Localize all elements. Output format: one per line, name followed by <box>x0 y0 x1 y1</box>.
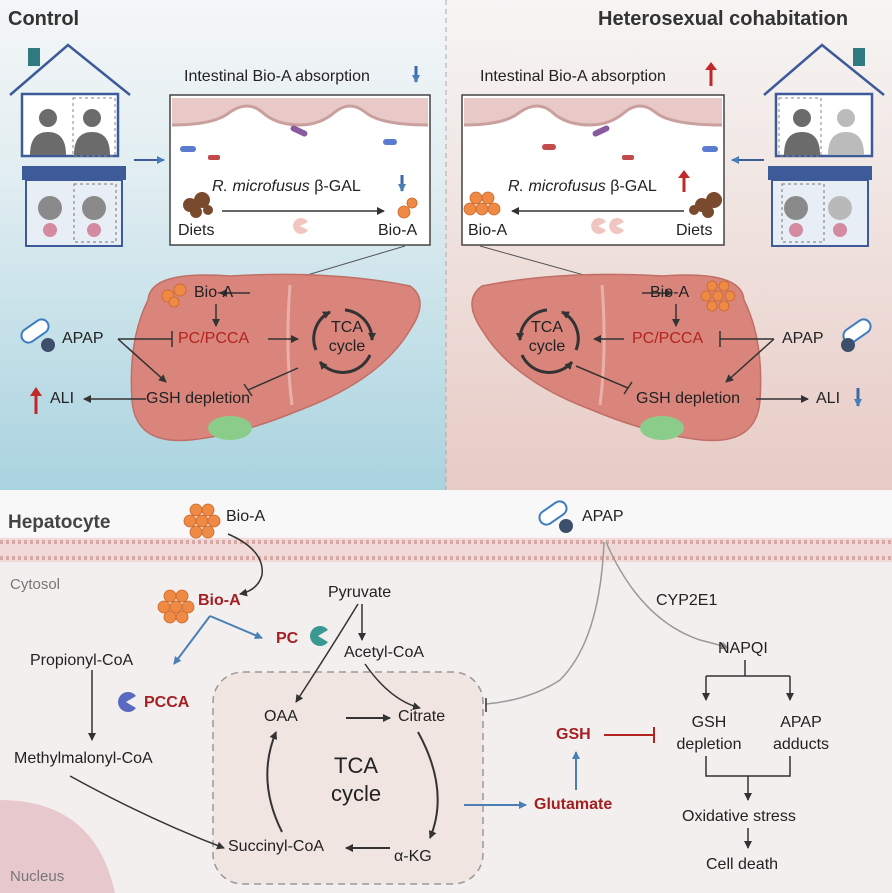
control-title: Control <box>8 8 80 30</box>
akg-label: α-KG <box>394 848 432 865</box>
tca-cycle-arrows <box>266 714 439 852</box>
napqi-label: NAPQI <box>718 640 768 657</box>
pcca-label: PCCA <box>144 694 190 711</box>
intestine-box-right <box>461 94 725 246</box>
cell-death-label: Cell death <box>706 856 779 873</box>
gsh-depletion-label-left: GSH depletion <box>146 390 251 407</box>
apap-label-extracellular: APAP <box>582 508 624 525</box>
bacteria-label-right: R. microfusus β-GAL <box>508 178 657 195</box>
ali-label-left: ALI <box>50 390 75 407</box>
cohab-title: Heterosexual cohabitation <box>598 8 849 30</box>
tca-cycle-icon-left <box>312 308 377 374</box>
gallbladder-right <box>640 416 684 440</box>
cyp2e1-label: CYP2E1 <box>656 592 718 609</box>
pcca-enzyme-icon <box>118 691 136 712</box>
glutamate-label: Glutamate <box>534 796 613 813</box>
apap-pill-icon-right <box>841 318 872 352</box>
enzyme-icons <box>293 217 624 234</box>
liver-left <box>130 273 421 442</box>
mouse-cage-left <box>22 166 126 247</box>
bio-a-red-label: Bio-A <box>198 592 241 609</box>
bio-a-label-liver-right: Bio-A <box>650 284 690 301</box>
gallbladder-left <box>208 416 252 440</box>
diets-label-left: Diets <box>178 222 215 239</box>
nucleus-shape <box>0 800 115 893</box>
pyruvate-label: Pyruvate <box>328 584 392 601</box>
mouse-cage-right <box>768 166 872 247</box>
bacteria-label-left: R. microfusus β-GAL <box>212 178 361 195</box>
apap-pill-icon-left <box>20 318 55 352</box>
nucleus-label: Nucleus <box>10 868 65 885</box>
citrate-label: Citrate <box>398 708 446 725</box>
pc-label: PC <box>276 630 299 647</box>
hepatocyte-title: Hepatocyte <box>8 512 111 533</box>
up-arrow-absorption-right <box>705 62 717 86</box>
bio-a-label-box-left: Bio-A <box>378 222 418 239</box>
tca-cycle-icon-right <box>515 308 580 374</box>
diets-label-right: Diets <box>676 222 713 239</box>
apap-pill-icon-bottom <box>538 500 573 533</box>
absorption-label-left: Intestinal Bio-A absorption <box>184 68 370 85</box>
bacteria-icons <box>180 125 718 160</box>
bio-a-label-box-right: Bio-A <box>468 222 508 239</box>
pc-enzyme-icon <box>310 626 328 647</box>
cytosol-label: Cytosol <box>10 576 61 593</box>
bio-a-label-extracellular: Bio-A <box>226 508 266 525</box>
bio-a-balls-bottom <box>157 503 221 624</box>
ali-label-right: ALI <box>816 390 841 407</box>
bio-a-balls-box <box>397 191 501 219</box>
diet-pellets-icon <box>183 192 722 218</box>
man-woman-icon <box>784 109 864 155</box>
men-icon <box>30 109 110 155</box>
oxidative-stress-label: Oxidative stress <box>682 808 796 825</box>
apap-label-right: APAP <box>782 330 824 347</box>
absorption-label-right: Intestinal Bio-A absorption <box>480 68 666 85</box>
propionyl-coa-label: Propionyl-CoA <box>30 652 134 669</box>
pc-pcca-label-left: PC/PCCA <box>178 330 250 347</box>
succinyl-coa-label: Succinyl-CoA <box>228 838 325 855</box>
bio-a-balls-liver <box>161 280 736 312</box>
liver-right <box>471 273 762 442</box>
gsh-depletion-label-right: GSH depletion <box>636 390 741 407</box>
up-arrow-gal-right <box>678 170 690 192</box>
gsh-label: GSH <box>556 726 591 743</box>
cell-membrane <box>0 538 892 562</box>
acetyl-coa-label: Acetyl-CoA <box>344 644 425 661</box>
up-arrow-ali-left <box>30 387 42 414</box>
pc-pcca-label-right: PC/PCCA <box>632 330 704 347</box>
bio-a-label-liver-left: Bio-A <box>194 284 234 301</box>
methylmalonyl-coa-label: Methylmalonyl-CoA <box>14 750 153 767</box>
oaa-label: OAA <box>264 708 298 725</box>
apap-label-left: APAP <box>62 330 104 347</box>
